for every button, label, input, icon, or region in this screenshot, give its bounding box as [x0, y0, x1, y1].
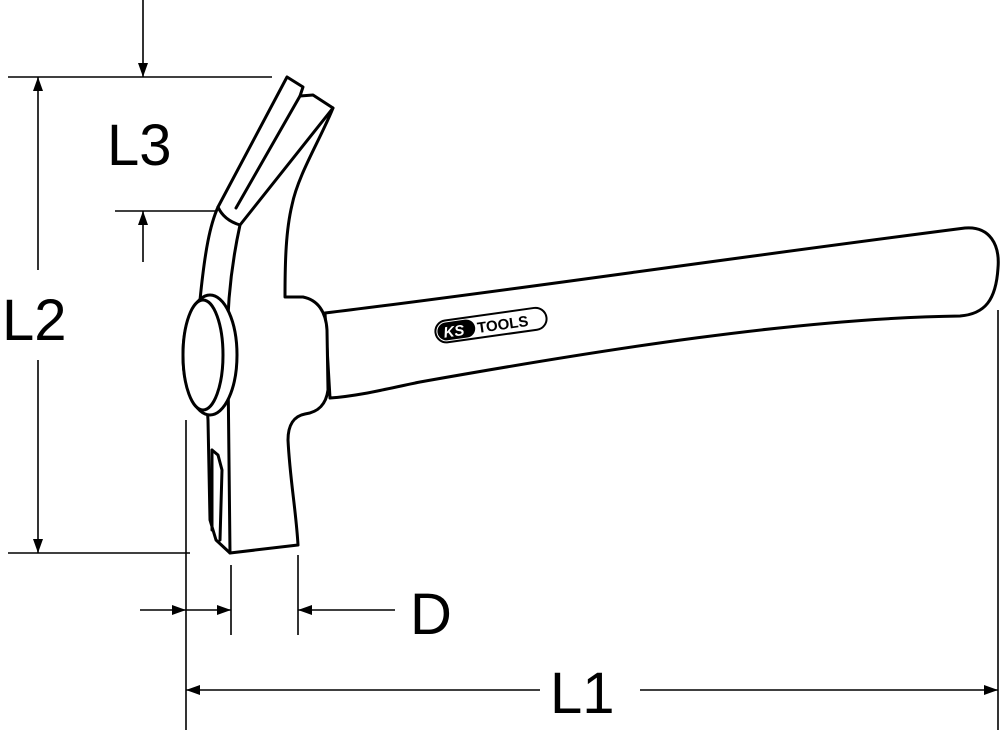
ks-tools-logo: KS TOOLS — [434, 306, 548, 344]
label-d: D — [410, 582, 452, 647]
label-l3: L3 — [107, 113, 172, 178]
logo-ks: KS — [442, 322, 465, 342]
side-slot — [210, 448, 224, 542]
hammer-face — [181, 298, 225, 412]
label-l1: L1 — [550, 661, 615, 726]
logo-tools: TOOLS — [476, 313, 529, 337]
claw-slot — [234, 94, 302, 210]
handle — [323, 226, 1000, 400]
label-l2: L2 — [2, 288, 67, 353]
